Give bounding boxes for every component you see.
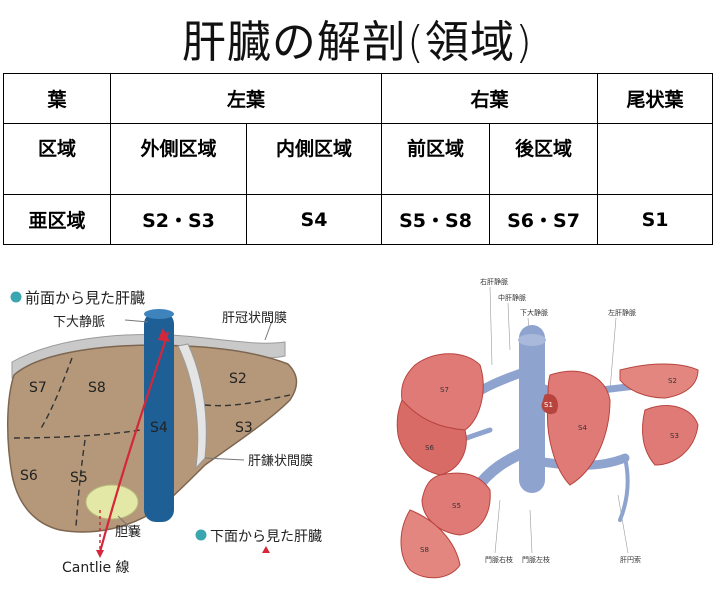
- ivc-vessel: [144, 312, 174, 522]
- ivc-label: 下大静脈: [53, 315, 105, 330]
- ivc-small-label: 下大静脈: [520, 308, 548, 317]
- gallbladder-label: 胆嚢: [115, 524, 141, 540]
- table-row: 葉 左葉 右葉 尾状葉: [3, 73, 714, 124]
- cell-lateral-segment: 外側区域: [110, 123, 247, 195]
- segment-s2-label: S2: [229, 371, 247, 387]
- segment-s6-label: S6: [20, 468, 38, 484]
- front-view-label: 前面から見た肝臓: [25, 289, 145, 307]
- round-ligament-label: 肝円索: [620, 555, 641, 564]
- cantlie-line: [98, 331, 170, 553]
- cell-anterior-segment: 前区域: [381, 123, 491, 195]
- bullet-icon: [10, 291, 22, 303]
- red-arrow-icon: [262, 546, 270, 553]
- segment-s5-block: [421, 472, 491, 536]
- segment-s4-label: S4: [150, 420, 168, 436]
- segment-s3-label: S3: [235, 420, 253, 436]
- cantlie-label: Cantlie 線: [62, 560, 130, 576]
- header-cell-left-lobe: 左葉: [109, 73, 383, 124]
- table-row: 区域 外側区域 内側区域 前区域 後区域: [3, 123, 714, 195]
- header-cell-caudate-lobe: 尾状葉: [597, 73, 714, 124]
- falciform-ligament-label: 肝鎌状間膜: [248, 454, 313, 469]
- exploded-segments-diagram: 右肝静脈 中肝静脈 下大静脈 左肝静脈 門脈右枝 門脈左枝 肝円索: [396, 277, 699, 579]
- liver-segments: [396, 353, 699, 579]
- cell-s2-s3: S2・S3: [110, 194, 247, 245]
- left-hepatic-vein-label: 左肝静脈: [608, 308, 636, 317]
- segment-s1-small-label: S1: [544, 401, 553, 409]
- right-hepatic-vein-label: 右肝静脈: [480, 277, 508, 286]
- cell-caudate-region-empty: [597, 123, 714, 195]
- cell-s6-s7: S6・S7: [489, 194, 599, 245]
- falciform-ligament: [177, 343, 207, 470]
- cell-s5-s8: S5・S8: [381, 194, 491, 245]
- segment-s3-small-label: S3: [670, 432, 679, 440]
- segment-s2-small-label: S2: [668, 377, 677, 385]
- segment-s6-small-label: S6: [425, 444, 434, 452]
- bullet-icon: [195, 529, 207, 541]
- segment-s2-block: [619, 363, 699, 399]
- page-title: 肝臓の解剖(領域): [181, 17, 534, 68]
- gallbladder: [85, 484, 139, 520]
- segment-s8-block: [400, 509, 461, 579]
- segment-s8-small-label: S8: [420, 546, 429, 554]
- table-row: 亜区域 S2・S3 S4 S5・S8 S6・S7 S1: [3, 194, 714, 245]
- cell-s1: S1: [597, 194, 714, 245]
- middle-hepatic-vein-label: 中肝静脈: [498, 293, 526, 302]
- portal-right-label: 門脈右枝: [485, 555, 513, 564]
- segment-s7-label: S7: [29, 380, 47, 396]
- segment-s7-small-label: S7: [440, 386, 449, 394]
- cell-medial-segment: 内側区域: [245, 123, 383, 195]
- header-cell-right-lobe: 右葉: [381, 73, 599, 124]
- segment-s4-small-label: S4: [578, 424, 587, 432]
- front-view-liver-diagram: 前面から見た肝臓 下大静脈 肝冠状間膜 肝鎌状間膜 胆嚢 Cantlie 線 S…: [6, 289, 322, 576]
- segment-s5-label: S5: [70, 470, 88, 486]
- cell-s4: S4: [245, 194, 383, 245]
- row-label-subregion: 亜区域: [3, 194, 111, 245]
- header-cell-lobe: 葉: [3, 73, 111, 124]
- segment-s8-label: S8: [88, 380, 106, 396]
- liver-region-table: 葉 左葉 右葉 尾状葉 区域 外側区域 内側区域 前区域 後区域 亜区域 S2・…: [3, 73, 714, 245]
- portal-left-label: 門脈左枝: [522, 555, 550, 564]
- row-label-region: 区域: [3, 123, 111, 195]
- segment-s5-small-label: S5: [452, 502, 461, 510]
- coronary-ligament-label: 肝冠状間膜: [222, 311, 287, 326]
- cell-posterior-segment: 後区域: [489, 123, 599, 195]
- segment-s1-block: [541, 393, 558, 415]
- segment-boundaries: [13, 357, 291, 527]
- bottom-view-label: 下面から見た肝臓: [210, 529, 322, 545]
- segment-s3-block: [642, 405, 699, 466]
